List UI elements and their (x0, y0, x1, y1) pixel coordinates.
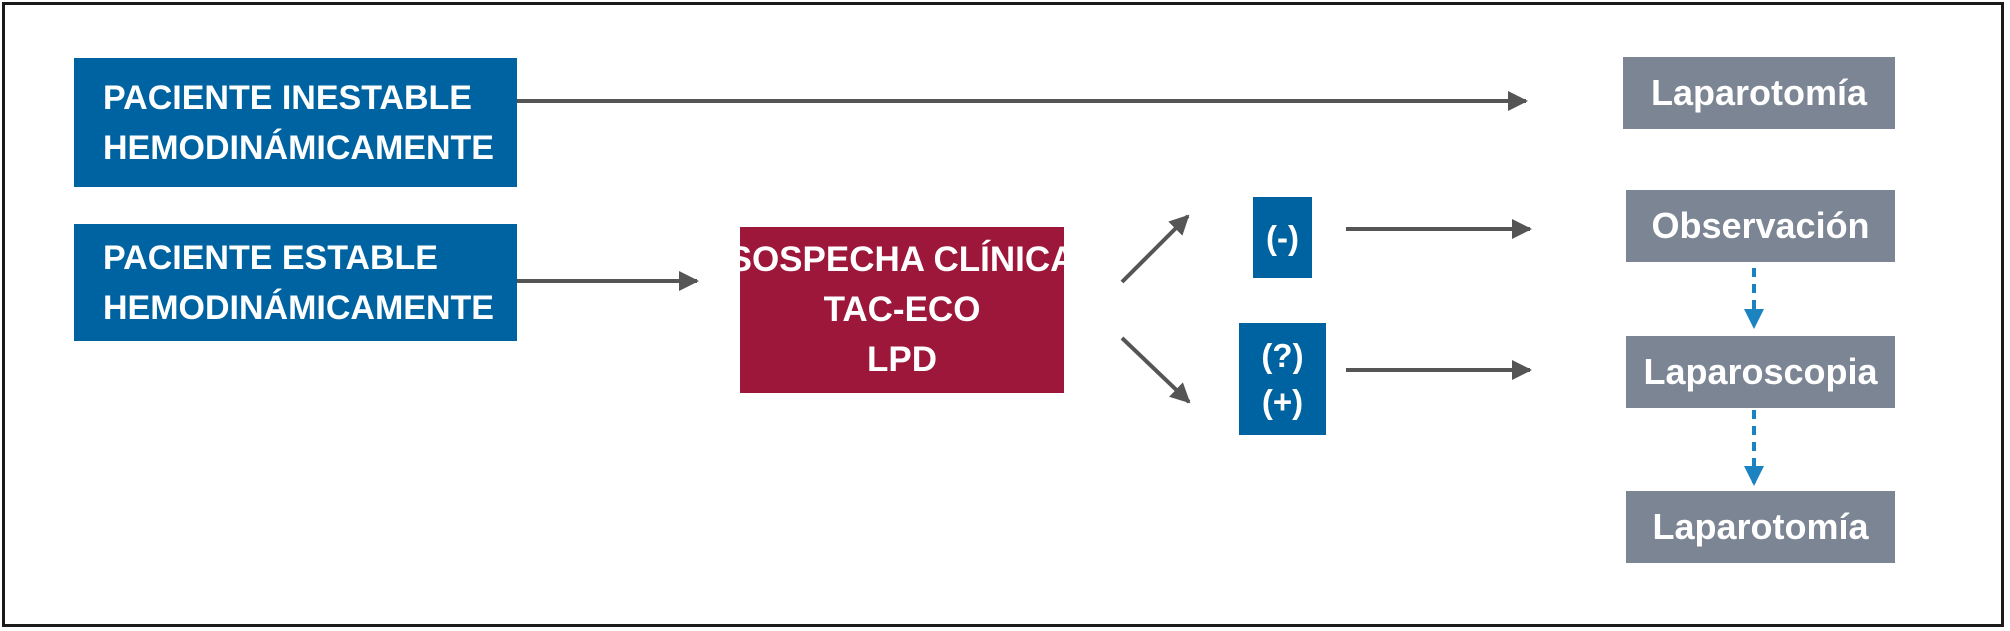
outcome-observation-label: Observación (1651, 205, 1870, 246)
stable-patient-box: PACIENTE ESTABLE HEMODINÁMICAMENTE (74, 224, 517, 341)
outcome-laparoscopy-label: Laparoscopia (1643, 351, 1878, 392)
unstable-patient-line1: PACIENTE INESTABLE (103, 78, 472, 117)
outcome-laparotomy-bottom-label: Laparotomía (1652, 506, 1869, 547)
unstable-patient-line2: HEMODINÁMICAMENTE (103, 128, 494, 167)
unstable-patient-box: PACIENTE INESTABLE HEMODINÁMICAMENTE (74, 58, 517, 187)
outcome-observation-box: Observación (1626, 190, 1895, 262)
clinical-suspicion-line1: SOSPECHA CLÍNICA (728, 240, 1076, 279)
stable-patient-line2: HEMODINÁMICAMENTE (103, 288, 494, 327)
arrow-suspicion-to-negative (1120, 214, 1190, 284)
clinical-suspicion-line2: TAC-ECO (823, 290, 981, 329)
negative-result-label: (-) (1266, 218, 1299, 256)
doubtful-result-label: (?) (1261, 337, 1304, 374)
clinical-suspicion-line3: LPD (867, 340, 937, 379)
arrow-suspicion-to-doubtful (1120, 336, 1191, 404)
outcome-laparotomy-top-box: Laparotomía (1623, 57, 1895, 129)
outcome-laparoscopy-box: Laparoscopia (1626, 336, 1895, 408)
clinical-suspicion-box: SOSPECHA CLÍNICA TAC-ECO LPD (729, 227, 1075, 393)
outcome-laparotomy-bottom-box: Laparotomía (1626, 491, 1895, 563)
positive-result-label: (+) (1261, 383, 1304, 420)
stable-patient-line1: PACIENTE ESTABLE (103, 238, 438, 277)
negative-result-box: (-) (1253, 197, 1312, 278)
outcome-laparotomy-top-label: Laparotomía (1650, 72, 1868, 113)
doubtful-positive-box: (?) (+) (1239, 323, 1326, 435)
